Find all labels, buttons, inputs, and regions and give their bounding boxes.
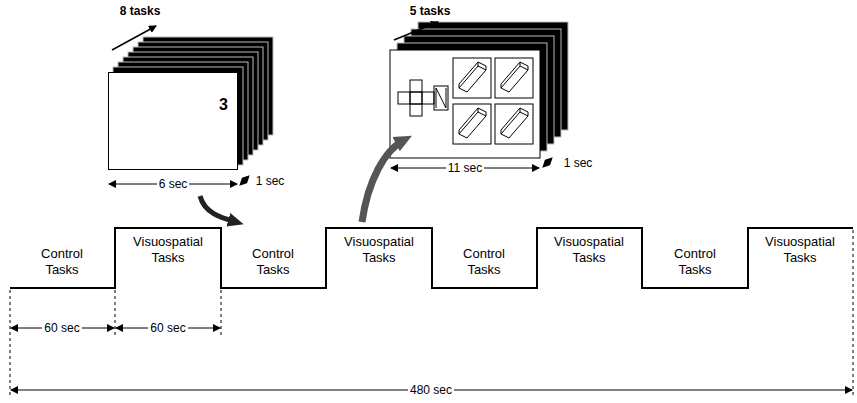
pointer-arrow [362,140,404,222]
answer-options [453,104,491,144]
duration-label: 60 sec [42,321,81,335]
duration-arrow [543,158,552,167]
duration-label: 1 sec [254,174,287,188]
cube-net [410,92,422,104]
stimulus-number: 3 [219,96,228,114]
dashed-guide [10,290,11,396]
answer-options [495,104,533,144]
block-wave [10,228,853,288]
answer-options [495,58,533,98]
duration-label: 11 sec [446,161,484,175]
block-label: Control Tasks [662,246,728,277]
block-label: Visuospatial Tasks [751,234,849,265]
cube-net [436,88,446,108]
duration-label: 480 sec [408,383,454,397]
pointer-arrow [200,196,236,222]
duration-label: 60 sec [148,321,187,335]
answer-options [453,58,533,144]
cube-net [410,80,422,92]
answer-options [453,58,491,98]
stack-arrow [394,22,438,40]
cube-net [434,86,448,110]
block-label: Control Tasks [240,246,306,277]
duration-arrow [240,176,249,185]
block-label: Control Tasks [451,246,517,277]
dashed-guide [221,290,222,336]
task-slide [390,50,540,158]
duration-label: 1 sec [562,156,595,170]
cube-net [422,92,434,104]
task-count: 8 tasks [120,4,161,18]
dashed-guide [853,230,854,396]
block-label: Visuospatial Tasks [330,234,428,265]
answer-options [459,62,486,92]
answer-options [459,108,486,138]
stack-arrow [112,26,156,50]
duration-label: 6 sec [157,177,190,191]
task-slide: 3 [108,72,238,170]
cube-net [410,104,422,116]
dashed-guide [115,290,116,336]
dashed-guide [10,230,853,396]
answer-options [501,108,528,138]
block-label: Control Tasks [29,246,95,277]
block-label: Visuospatial Tasks [119,234,217,265]
block-label: Visuospatial Tasks [540,234,638,265]
task-count: 5 tasks [410,4,451,18]
cube-net [398,92,410,104]
cube-net [398,80,448,116]
answer-options [501,62,528,92]
